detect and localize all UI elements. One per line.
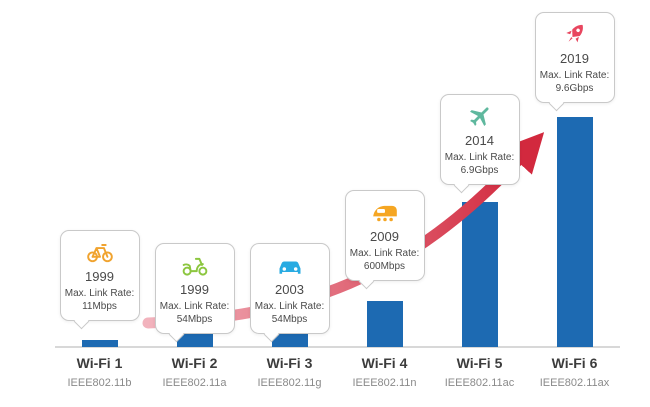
bar-wifi4: [366, 301, 403, 347]
callout-bubble-wifi6: 2019 Max. Link Rate: 9.6Gbps: [534, 12, 615, 111]
max-link-rate-value: 9.6Gbps: [555, 83, 594, 94]
max-link-rate-label: Max. Link Rate:: [254, 301, 325, 312]
generation-column-wifi4: 2009 Max. Link Rate: 600Mbps Wi-Fi 4 IEE…: [337, 0, 432, 407]
rocket-icon: [538, 20, 612, 48]
generation-column-wifi6: 2019 Max. Link Rate: 9.6Gbps Wi-Fi 6 IEE…: [527, 0, 622, 407]
category-label-wifi5: Wi-Fi 5: [456, 355, 503, 371]
max-link-rate-label: Max. Link Rate:: [444, 152, 515, 163]
category-label-wifi4: Wi-Fi 4: [361, 355, 408, 371]
callout-year: 1999: [180, 282, 209, 297]
standard-label-wifi6: IEEE802.11ax: [539, 377, 610, 389]
callout-bubble-wifi3: 2003 Max. Link Rate: 54Mbps: [249, 243, 330, 342]
generation-column-wifi5: 2014 Max. Link Rate: 6.9Gbps Wi-Fi 5 IEE…: [432, 0, 527, 407]
category-label-wifi2: Wi-Fi 2: [171, 355, 218, 371]
bar-wifi3: [271, 333, 308, 347]
callout-bubble-wifi5: 2014 Max. Link Rate: 6.9Gbps: [439, 94, 520, 193]
standard-label-wifi2: IEEE802.11a: [162, 377, 227, 389]
max-link-rate-value: 54Mbps: [176, 314, 213, 325]
max-link-rate-label: Max. Link Rate:: [159, 301, 230, 312]
callout-bubble-wifi2: 1999 Max. Link Rate: 54Mbps: [154, 243, 235, 342]
bar-wifi1: [81, 340, 118, 347]
callout-year: 1999: [85, 269, 114, 284]
max-link-rate-label: Max. Link Rate:: [539, 70, 610, 81]
max-link-rate-value: 11Mbps: [82, 301, 117, 312]
callout-year: 2019: [560, 51, 589, 66]
standard-label-wifi4: IEEE802.11n: [352, 377, 417, 389]
category-label-wifi1: Wi-Fi 1: [76, 355, 123, 371]
bubble-tail: [73, 313, 89, 329]
generation-column-wifi3: 2003 Max. Link Rate: 54Mbps Wi-Fi 3 IEEE…: [242, 0, 337, 407]
scooter-icon: [158, 251, 232, 279]
generation-column-wifi1: 1999 Max. Link Rate: 11Mbps Wi-Fi 1 IEEE…: [52, 0, 147, 407]
standard-label-wifi3: IEEE802.11g: [257, 377, 322, 389]
plane-icon: [443, 102, 517, 130]
bubble-tail: [453, 177, 469, 193]
bullet-train-icon: [348, 198, 422, 226]
bicycle-icon: [63, 238, 137, 266]
chart-columns: 1999 Max. Link Rate: 11Mbps Wi-Fi 1 IEEE…: [52, 0, 622, 407]
bubble-tail: [548, 95, 564, 111]
max-link-rate-value: 54Mbps: [271, 314, 308, 325]
standard-label-wifi1: IEEE802.11b: [67, 377, 132, 389]
callout-bubble-wifi1: 1999 Max. Link Rate: 11Mbps: [59, 230, 140, 329]
callout-year: 2009: [370, 229, 399, 244]
bubble-tail: [358, 273, 374, 289]
bar-wifi5: [461, 202, 498, 347]
callout-bubble-wifi4: 2009 Max. Link Rate: 600Mbps: [344, 190, 425, 289]
bar-wifi6: [556, 117, 593, 347]
generation-column-wifi2: 1999 Max. Link Rate: 54Mbps Wi-Fi 2 IEEE…: [147, 0, 242, 407]
x-axis-line: [55, 346, 620, 348]
category-label-wifi6: Wi-Fi 6: [551, 355, 598, 371]
max-link-rate-label: Max. Link Rate:: [64, 288, 135, 299]
max-link-rate-value: 6.9Gbps: [460, 165, 499, 176]
car-icon: [253, 251, 327, 279]
max-link-rate-value: 600Mbps: [363, 261, 406, 272]
callout-year: 2003: [275, 282, 304, 297]
category-label-wifi3: Wi-Fi 3: [266, 355, 313, 371]
standard-label-wifi5: IEEE802.11ac: [444, 377, 515, 389]
max-link-rate-label: Max. Link Rate:: [349, 248, 420, 259]
callout-year: 2014: [465, 133, 494, 148]
